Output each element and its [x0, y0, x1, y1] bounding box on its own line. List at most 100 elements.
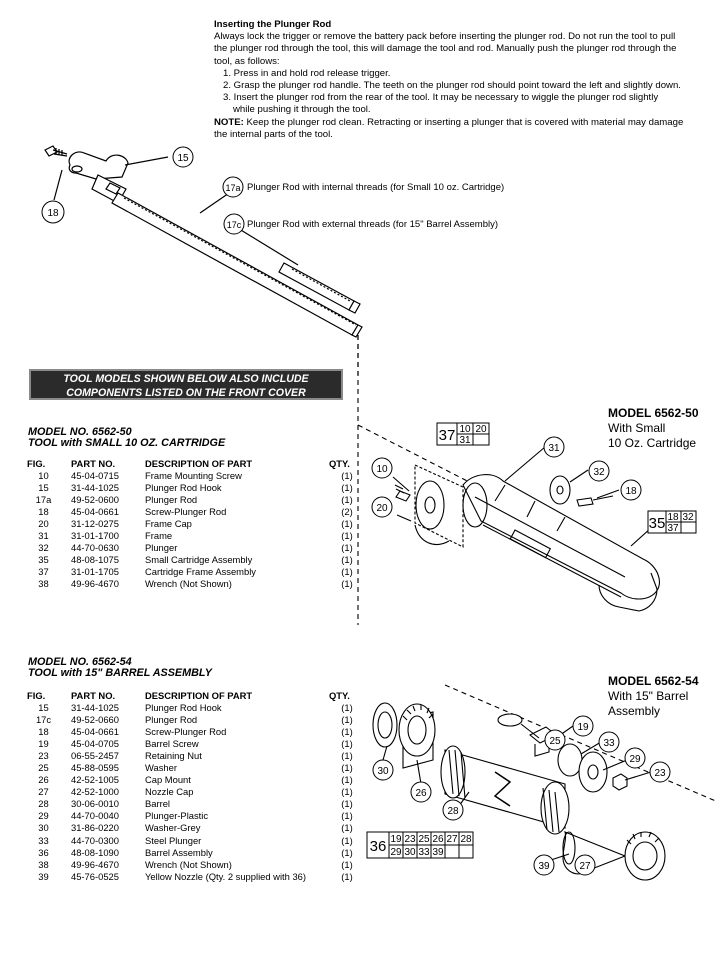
banner-line-2: COMPONENTS LISTED ON THE FRONT COVER	[66, 386, 306, 399]
header-part: PART NO.	[71, 690, 116, 701]
model-50-heading: MODEL NO. 6562-50 TOOL with SMALL 10 OZ.…	[28, 427, 225, 449]
model-54-caption-title: MODEL 6562-54	[608, 674, 699, 688]
fig-cell: 18	[38, 506, 49, 518]
fig-cell: 38	[38, 858, 49, 870]
kit-36-cell: 28	[460, 834, 472, 845]
cartridge-diagram: 10 20 31 32 18 37 10 20 31 35 18 32 37	[357, 335, 697, 625]
description-cell: Screw-Plunger Rod	[145, 726, 227, 738]
qty-cell: (1)	[341, 518, 353, 530]
header-desc: DESCRIPTION OF PART	[145, 690, 253, 701]
qty-cell: (1)	[341, 542, 353, 554]
header-qty: QTY.	[329, 458, 350, 469]
part-no-cell: 42-52-1005	[71, 774, 119, 786]
part-no-cell: 45-04-0661	[71, 506, 119, 518]
fig-cell: 37	[38, 566, 49, 578]
frame-cap-drawing	[394, 464, 464, 548]
description-cell: Barrel	[145, 798, 171, 810]
part-no-cell: 45-04-0705	[71, 738, 119, 750]
note-label: NOTE:	[214, 116, 244, 128]
callout-26: 26	[415, 788, 427, 799]
qty-cell: (1)	[341, 810, 353, 822]
model-54-caption: MODEL 6562-54 With 15" Barrel Assembly	[608, 674, 699, 719]
fig-cell: 23	[38, 750, 49, 762]
model-54-subtitle: TOOL with 15" BARREL ASSEMBLY	[28, 667, 212, 679]
kit-36-cell: 27	[446, 834, 458, 845]
fig-cell: 25	[38, 762, 49, 774]
part-no-cell: 45-88-0595	[71, 762, 119, 774]
plunger-rod-diagram: 15 18 17a 17c Plunger Rod with internal …	[41, 145, 504, 375]
table-header: FIG. PART NO. DESCRIPTION OF PART QTY.	[16, 689, 365, 702]
kit-35-cell: 32	[682, 512, 694, 523]
washer-30-drawing	[372, 702, 398, 748]
part-no-cell: 31-01-1700	[71, 530, 119, 542]
header-fig: FIG.	[27, 690, 46, 701]
qty-cell: (1)	[341, 798, 353, 810]
kit-36-cell: 25	[418, 834, 430, 845]
instructions-para-1: Always lock the trigger or remove the ba…	[214, 31, 676, 43]
qty-cell: (1)	[341, 786, 353, 798]
callout-33: 33	[603, 738, 615, 749]
description-cell: Yellow Nozzle (Qty. 2 supplied with 36)	[145, 870, 307, 882]
qty-cell: (1)	[341, 726, 353, 738]
kit-box-37: 37 10 20 31	[436, 422, 490, 446]
callout-17a: 17a	[225, 183, 240, 193]
qty-cell: (2)	[341, 506, 353, 518]
callout-39: 39	[538, 861, 550, 872]
instructions-para-3: tool, as follows:	[214, 55, 280, 67]
plunger-32-drawing	[549, 475, 614, 507]
qty-cell: (1)	[341, 566, 353, 578]
kit-36-cell: 19	[390, 834, 402, 845]
part-no-cell: 48-08-1075	[71, 554, 119, 566]
description-cell: Plunger Rod	[145, 714, 198, 726]
part-no-cell: 49-52-0600	[71, 494, 119, 506]
description-cell: Plunger Rod Hook	[145, 482, 222, 494]
part-no-cell: 49-96-4670	[71, 578, 119, 590]
kit-35-number: 35	[649, 515, 666, 532]
instructions-step-3: 3. Insert the plunger rod from the rear …	[223, 92, 659, 104]
part-no-cell: 48-08-1090	[71, 846, 119, 858]
qty-cell: (1)	[341, 822, 353, 834]
nozzle-cap-drawing	[624, 831, 666, 881]
kit-37-cell: 31	[459, 435, 471, 446]
callout-18: 18	[47, 208, 59, 219]
description-cell: Steel Plunger	[145, 834, 202, 846]
qty-cell: (1)	[341, 494, 353, 506]
kit-37-cell: 10	[459, 424, 471, 435]
instructions-para-2: the plunger rod through the tool, this w…	[214, 43, 677, 55]
qty-cell: (1)	[341, 858, 353, 870]
part-no-cell: 44-70-0300	[71, 834, 119, 846]
qty-cell: (1)	[341, 578, 353, 590]
plastic-plunger-drawing	[578, 751, 608, 793]
kit-36-cell: 23	[404, 834, 416, 845]
banner-line-1: TOOL MODELS SHOWN BELOW ALSO INCLUDE	[63, 373, 309, 385]
kit-36-cell: 30	[404, 847, 416, 858]
callout-27: 27	[579, 861, 591, 872]
header-desc: DESCRIPTION OF PART	[145, 458, 253, 469]
label-17c: Plunger Rod with external threads (for 1…	[247, 219, 498, 230]
description-cell: Small Cartridge Assembly	[145, 554, 253, 566]
qty-cell: (1)	[341, 870, 353, 882]
model-50-subtitle: TOOL with SMALL 10 OZ. CARTRIDGE	[28, 437, 226, 449]
part-no-cell: 49-96-4670	[71, 858, 119, 870]
qty-cell: (1)	[341, 750, 353, 762]
callout-17c: 17c	[227, 220, 242, 230]
description-cell: Retaining Nut	[145, 750, 202, 762]
steel-plunger-drawing	[557, 743, 583, 777]
